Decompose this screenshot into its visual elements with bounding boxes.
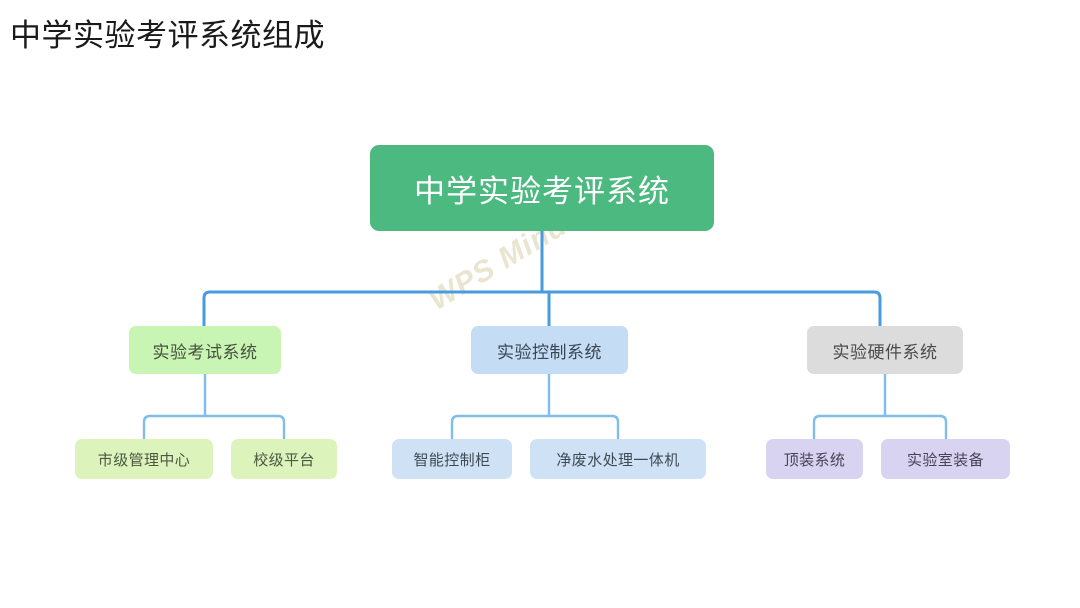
node-root[interactable]: 中学实验考评系统 [370,145,714,231]
node-top-mounted-system[interactable]: 顶装系统 [766,439,863,479]
node-school-platform[interactable]: 校级平台 [231,439,337,479]
connector-control-bus [450,414,620,441]
node-hardware-system[interactable]: 实验硬件系统 [807,326,963,374]
node-control-system[interactable]: 实验控制系统 [471,326,628,374]
node-smart-control-cabinet[interactable]: 智能控制柜 [392,439,512,479]
page-title: 中学实验考评系统组成 [10,18,325,53]
node-city-management-center[interactable]: 市级管理中心 [75,439,213,479]
node-laboratory-equipment[interactable]: 实验室装备 [881,439,1010,479]
node-wastewater-treatment-machine[interactable]: 净废水处理一体机 [530,439,706,479]
connector-hardware-bus [812,414,948,441]
connector-exam-bus [142,414,286,441]
connector-level2-bus [202,290,882,328]
node-exam-system[interactable]: 实验考试系统 [129,326,281,374]
